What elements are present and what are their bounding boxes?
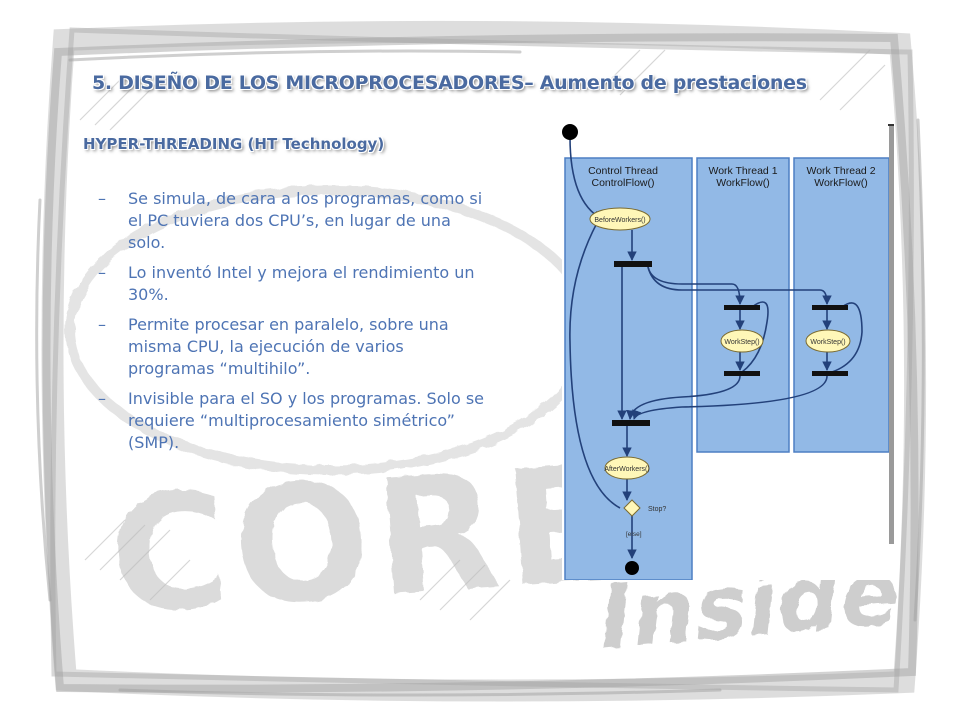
bullet-list: – Se simula, de cara a los programas, co… <box>98 188 493 462</box>
bullet-text: Permite procesar en paralelo, sobre una … <box>128 315 449 378</box>
bullet-item: – Permite procesar en paralelo, sobre un… <box>98 314 493 380</box>
initial-node <box>562 124 578 140</box>
activity-work-step-2 <box>805 329 851 353</box>
final-node <box>625 561 639 575</box>
decision-label: Stop? <box>648 506 666 513</box>
lane-edge-top-mark <box>888 124 894 126</box>
slide-title: 5. DISEÑO DE LOS MICROPROCESADORES– Aume… <box>92 72 807 94</box>
background-hatching <box>79 49 886 621</box>
bullet-dash: – <box>98 315 106 334</box>
join-bar <box>724 371 760 376</box>
activity-label: WorkStep() <box>724 339 759 346</box>
bullet-dash: – <box>98 189 106 208</box>
lane-subtitle: WorkFlow() <box>814 177 867 189</box>
fork-bar <box>724 305 760 310</box>
activity-after-workers <box>604 456 650 480</box>
bullet-dash: – <box>98 263 106 282</box>
bullet-item: – Se simula, de cara a los programas, co… <box>98 188 493 254</box>
else-guard-label: [else] <box>626 531 642 538</box>
bullet-item: – Lo inventó Intel y mejora el rendimien… <box>98 262 493 306</box>
bullet-item: – Invisible para el SO y los programas. … <box>98 388 493 454</box>
fork-bar <box>812 305 848 310</box>
activity-diagram: Control Thread ControlFlow() Work Thread… <box>562 122 894 580</box>
bullet-text: Invisible para el SO y los programas. So… <box>128 389 484 452</box>
lane-edge-right <box>889 124 894 544</box>
lane-title: Work Thread 1 <box>708 165 777 177</box>
decision-node <box>623 499 641 517</box>
watermark-core-text: CORE <box>104 429 626 651</box>
lane-title: Control Thread <box>588 165 658 177</box>
bullet-dash: – <box>98 389 106 408</box>
lane-subtitle: WorkFlow() <box>716 177 769 189</box>
flow-arrows <box>569 136 863 559</box>
activity-label: BeforeWorkers() <box>594 217 645 224</box>
bullet-text: Se simula, de cara a los programas, como… <box>128 189 483 252</box>
join-bar <box>612 420 650 426</box>
activity-before-workers <box>589 207 651 231</box>
sketch-frame <box>35 20 927 702</box>
activity-work-step-1 <box>720 329 764 353</box>
activity-label: AfterWorkers() <box>604 466 649 473</box>
bullet-text: Lo inventó Intel y mejora el rendimiento… <box>128 263 475 304</box>
lane-subtitle: ControlFlow() <box>591 177 654 189</box>
section-heading: HYPER-THREADING (HT Technology) <box>83 135 385 153</box>
activity-label: WorkStep() <box>810 339 845 346</box>
fork-bar <box>614 261 652 267</box>
join-bar <box>812 371 848 376</box>
lane-title: Work Thread 2 <box>806 165 875 177</box>
